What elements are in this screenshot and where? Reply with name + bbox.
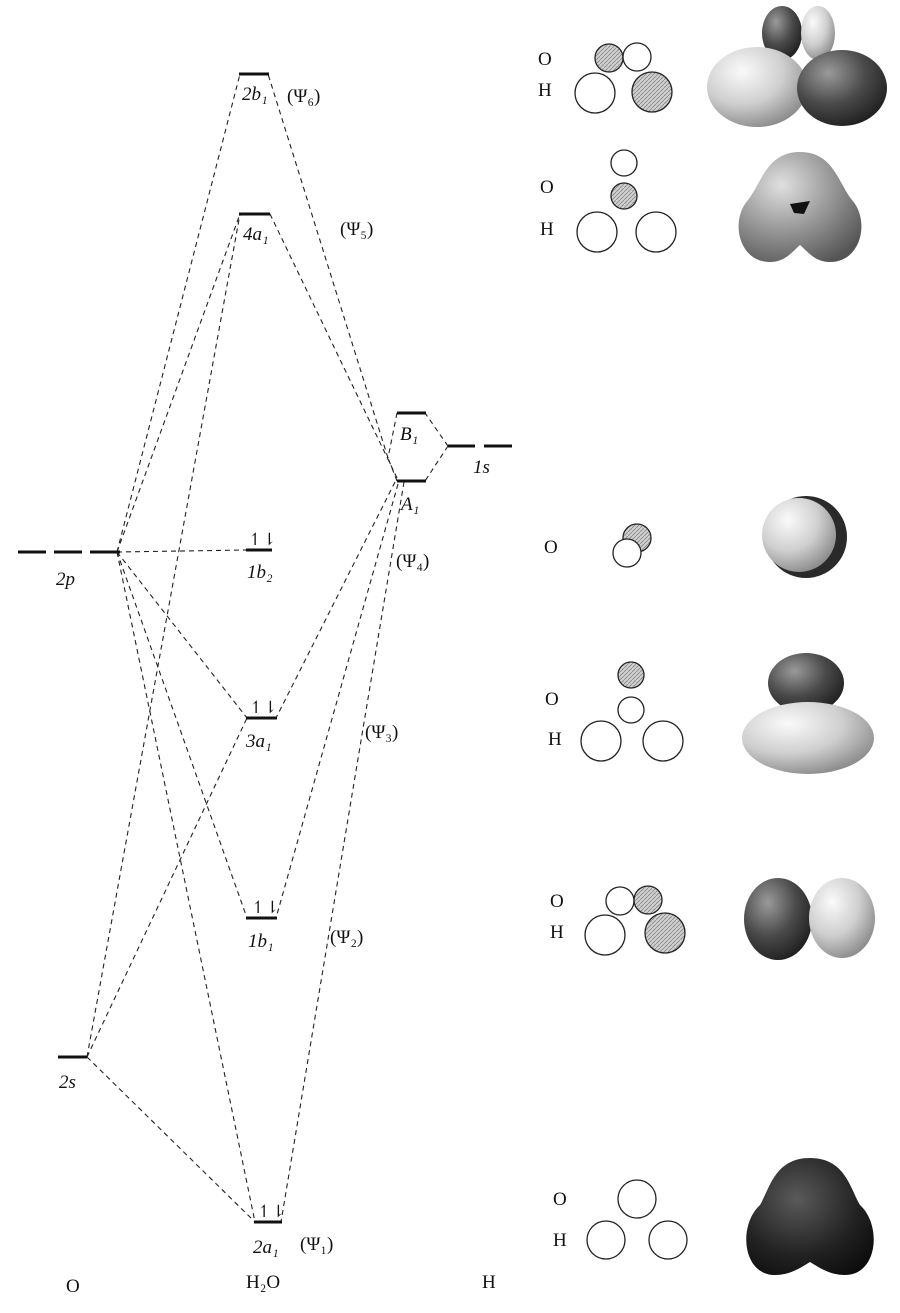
row4-o-label: O [545,689,559,710]
row5-o-label: O [550,891,564,912]
electron-pair-1b2: ↿⇂ [248,530,277,549]
electron-pair-2a1: ↿⇂ [257,1202,286,1221]
psi2-label: (Ψ₂) [330,927,363,948]
orbital-row-4a1: O H [540,149,862,262]
row3-surface-front [762,498,836,572]
row6-h-left [586,1220,626,1260]
row5-h-left [584,914,626,956]
column-label-oxygen: O [66,1276,80,1297]
mo-2a1-label: 2a₁ [253,1237,279,1258]
level-labels: 2p 2s 2b₁ 4a₁ 1b₂ 3a₁ 1b₁ 2a₁ B₁ A₁ 1s [56,84,490,1258]
row3-o-lobe-front [612,538,642,568]
orbital-row-2a1: O H [553,1158,874,1275]
electron-pair-3a1: ↿⇂ [249,698,278,717]
orbital-row-1b2: O [544,496,847,578]
h-a1-label: A₁ [399,494,419,515]
row5-surface-right [809,878,875,958]
row4-surface-bottom [742,702,874,774]
row5-o-lobe-shaded [633,885,663,915]
row6-o-sphere [617,1179,657,1219]
row5-o-lobe-clear [605,886,635,916]
energy-levels [18,72,512,1224]
row2-h-right [635,211,677,253]
row2-surface-node [790,201,810,214]
column-label-hydrogen: H [482,1272,496,1293]
row5-h-right [644,912,686,954]
row1-surface-o-lobe-dark [762,6,802,60]
o-2p-label: 2p [56,569,75,590]
row1-surface-o-lobe-light [801,6,835,60]
row4-h-left [580,720,622,762]
mo-2b1-label: 2b₁ [242,84,268,105]
row6-h-label: H [553,1230,567,1251]
psi3-label: (Ψ₃) [365,722,398,743]
orbital-row-3a1: O H [545,653,874,774]
row2-o-lobe-bottom [610,182,638,210]
column-label-water: H₂O [246,1272,280,1293]
row2-h-left [576,211,618,253]
column-labels: O H₂O H [66,1272,496,1297]
mo-4a1-label: 4a₁ [243,224,269,245]
row4-o-lobe-bottom [617,696,645,724]
orbital-row-1b1: O H [550,878,875,960]
row5-h-label: H [550,922,564,943]
orbital-row-2b1: O H [538,6,887,127]
h-1s-label: 1s [473,457,490,478]
row1-surface-h-lobe-dark [797,50,887,126]
row1-h-left [574,72,616,114]
psi1-label: (Ψ₁) [300,1234,333,1255]
row4-h-right [642,720,684,762]
mo-1b1-label: 1b₁ [248,931,274,952]
row6-h-right [648,1220,688,1260]
row1-o-label: O [538,49,552,70]
psi4-label: (Ψ₄) [396,551,429,572]
correlation-lines [86,73,449,1223]
row1-o-lobe-shaded [594,43,624,73]
row2-h-label: H [540,219,554,240]
mo-1b2-label: 1b₂ [247,562,273,583]
electron-pairs: ↿⇂ ↿⇂ ↿⇂ ↿⇂ [248,530,286,1221]
psi6-label: (Ψ₆) [287,86,320,107]
row2-o-lobe-top [610,149,638,177]
row6-o-label: O [553,1189,567,1210]
row4-surface-top [768,653,844,713]
row1-surface-h-lobe-light [707,47,807,127]
psi5-label: (Ψ₅) [340,219,373,240]
o-2s-label: 2s [59,1072,76,1093]
mo-3a1-label: 3a₁ [245,731,272,752]
row1-h-label: H [538,80,552,101]
row4-o-lobe-top [617,661,645,689]
psi-labels: (Ψ₆) (Ψ₅) (Ψ₄) (Ψ₃) (Ψ₂) (Ψ₁) [287,86,429,1255]
row3-o-label: O [544,537,558,558]
h-b1-label: B₁ [400,424,418,445]
electron-pair-1b1: ↿⇂ [251,898,280,917]
row6-surface [746,1158,874,1275]
row2-o-label: O [540,177,554,198]
row5-surface-left [744,878,812,960]
row1-o-lobe-clear [622,42,652,72]
row1-h-right [631,71,673,113]
row4-h-label: H [548,729,562,750]
